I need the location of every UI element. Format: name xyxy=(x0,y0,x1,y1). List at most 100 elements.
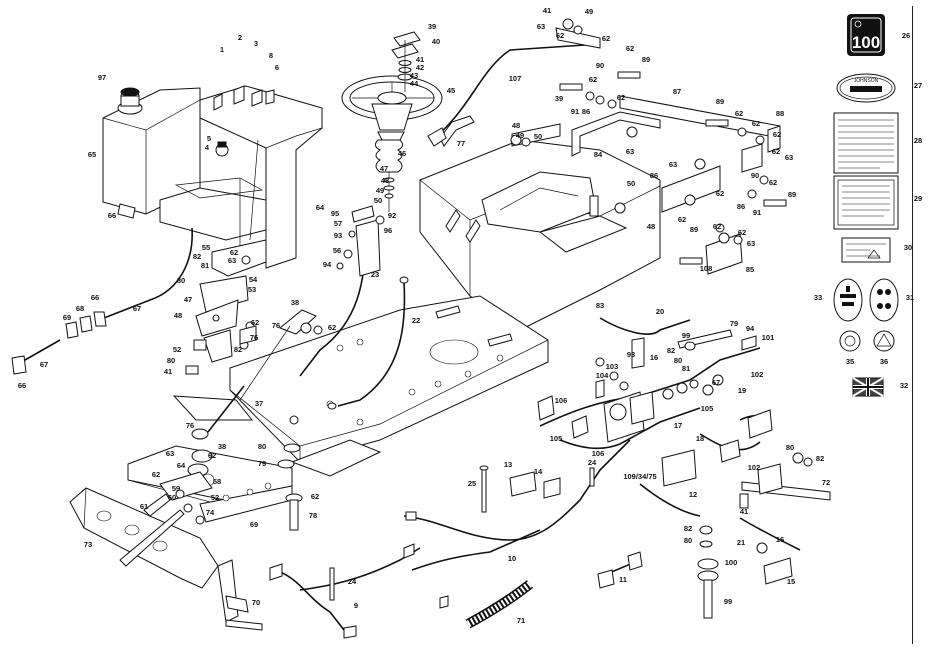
callout-number: 89 xyxy=(690,225,698,234)
callout-number: 62 xyxy=(617,93,625,102)
callout-number: 52 xyxy=(211,493,219,502)
callout-number: 80 xyxy=(786,443,794,452)
callout-number: 80 xyxy=(684,536,692,545)
callout-labels: 1238697546566643940414243444546474849507… xyxy=(18,6,922,625)
callout-number: 69 xyxy=(63,313,71,322)
wiring-harness xyxy=(269,317,801,639)
callout-number: 11 xyxy=(619,575,627,584)
callout-number: 107 xyxy=(509,74,522,83)
page-edge-line xyxy=(912,6,913,644)
callout-number: 91 xyxy=(753,208,761,217)
fuel-tank xyxy=(102,87,201,219)
callout-number: 67 xyxy=(40,360,48,369)
callout-number: 108 xyxy=(700,264,713,273)
callout-number: 99 xyxy=(724,597,732,606)
callout-number: 82 xyxy=(684,524,692,533)
callout-number: 29 xyxy=(914,194,922,203)
callout-number: 16 xyxy=(650,353,658,362)
callout-number: 26 xyxy=(902,31,910,40)
callout-number: 93 xyxy=(627,350,635,359)
callout-number: 62 xyxy=(738,228,746,237)
callout-number: 99 xyxy=(682,331,690,340)
callout-number: 41 xyxy=(543,6,551,15)
callout-number: 81 xyxy=(682,364,690,373)
callout-number: 39 xyxy=(555,94,563,103)
callout-number: 8 xyxy=(269,51,273,60)
callout-number: 3 xyxy=(254,39,258,48)
callout-number: 20 xyxy=(656,307,664,316)
callout-number: 65 xyxy=(88,150,96,159)
callout-number: 69 xyxy=(250,520,258,529)
callout-number: 86 xyxy=(650,171,658,180)
callout-number: 2 xyxy=(238,33,242,42)
callout-number: 100 xyxy=(725,558,738,567)
callout-number: 49 xyxy=(516,131,524,140)
callout-number: 55 xyxy=(202,243,210,252)
callout-number: 63 xyxy=(166,449,174,458)
callout-number: 16 xyxy=(776,535,784,544)
callout-number: 76 xyxy=(250,333,258,342)
callout-number: 80 xyxy=(674,356,682,365)
decal-badge-100: 100 xyxy=(847,14,885,56)
callout-number: 28 xyxy=(914,136,922,145)
callout-number: 77 xyxy=(457,139,465,148)
callout-number: 50 xyxy=(534,132,542,141)
callout-number: 24 xyxy=(588,458,597,467)
callout-number: 42 xyxy=(416,63,424,72)
callout-number: 52 xyxy=(173,345,181,354)
callout-number: 86 xyxy=(737,202,745,211)
callout-number: 89 xyxy=(716,97,724,106)
callout-number: 104 xyxy=(596,371,609,380)
callout-number: 82 xyxy=(667,346,675,355)
callout-number: 66 xyxy=(18,381,26,390)
callout-number: 21 xyxy=(737,538,745,547)
callout-number: 32 xyxy=(900,381,908,390)
callout-number: 62 xyxy=(556,31,564,40)
callout-number: 83 xyxy=(596,301,604,310)
callout-number: 79 xyxy=(730,319,738,328)
callout-number: 41 xyxy=(416,55,424,64)
callout-number: 46 xyxy=(398,149,406,158)
callout-number: 41 xyxy=(740,507,748,516)
callout-number: 37 xyxy=(255,399,263,408)
callout-number: 47 xyxy=(380,164,388,173)
callout-number: 63 xyxy=(669,160,677,169)
decal-oval-logo: JOHNSON xyxy=(836,73,896,103)
callout-number: 43 xyxy=(410,71,418,80)
callout-number: 84 xyxy=(594,150,603,159)
callout-number: 54 xyxy=(249,275,258,284)
callout-number: 106 xyxy=(555,396,568,405)
chassis-frame xyxy=(69,295,549,631)
callout-number: 6 xyxy=(275,63,279,72)
callout-number: 62 xyxy=(769,178,777,187)
callout-number: 94 xyxy=(323,260,332,269)
decal-instruction-label-28 xyxy=(833,112,899,174)
callout-number: 31 xyxy=(906,293,914,302)
callout-number: 105 xyxy=(550,434,563,443)
callout-number: 62 xyxy=(602,34,610,43)
callout-number: 76 xyxy=(272,321,280,330)
callout-number: 10 xyxy=(508,554,516,563)
callout-number: 50 xyxy=(627,179,635,188)
hood-body xyxy=(419,115,661,331)
dashboard-housing xyxy=(159,85,323,269)
callout-number: 71 xyxy=(517,616,525,625)
callout-number: 86 xyxy=(582,107,590,116)
callout-number: 23 xyxy=(371,270,379,279)
callout-number: 62 xyxy=(251,318,259,327)
callout-number: 63 xyxy=(228,256,236,265)
control-cables xyxy=(299,205,409,410)
throttle-cable xyxy=(11,227,193,375)
callout-number: 62 xyxy=(589,75,597,84)
callout-number: 33 xyxy=(814,293,822,302)
callout-number: 70 xyxy=(252,598,260,607)
callout-number: 62 xyxy=(713,222,721,231)
callout-number: 66 xyxy=(108,211,116,220)
callout-number: 91 xyxy=(571,107,579,116)
callout-number: 90 xyxy=(596,61,604,70)
callout-number: 92 xyxy=(388,211,396,220)
callout-number: 63 xyxy=(626,147,634,156)
callout-number: 36 xyxy=(880,357,888,366)
callout-number: 1 xyxy=(220,45,224,54)
